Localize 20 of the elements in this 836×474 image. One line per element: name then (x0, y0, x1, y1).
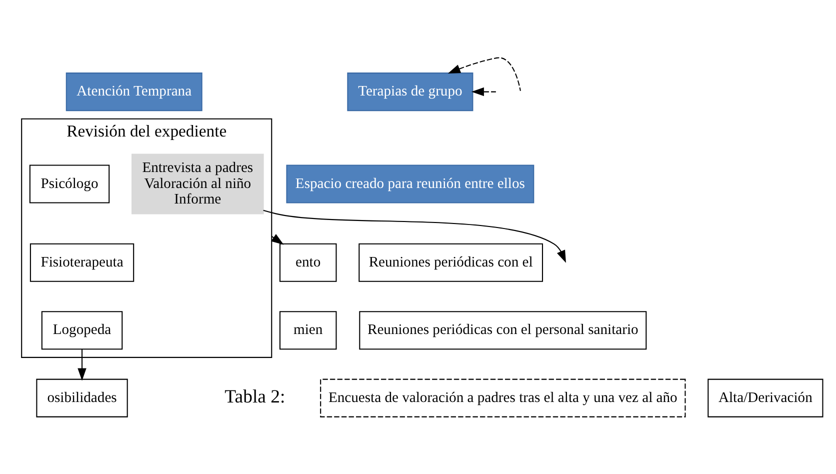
node-box: Reuniones periódicas con el personal sanitario (359, 311, 647, 350)
node-box: Logopeda (41, 311, 123, 350)
node-box: ento (279, 243, 337, 282)
node-box: Reuniones periódicas con el (358, 243, 544, 282)
node-box: Alta/Derivación (708, 378, 824, 418)
node-box: Espacio creado para reunión entre ellos (286, 164, 534, 204)
node-box: Fisioterapeuta (30, 243, 134, 282)
arrow (78, 349, 86, 381)
arrow (471, 87, 496, 96)
node-box: mien (279, 311, 337, 350)
node-box: osibilidades (36, 378, 128, 418)
label: Tabla 2: (224, 386, 286, 408)
arrow (448, 57, 521, 91)
node-box: Psicólogo (29, 164, 110, 204)
node-box: Entrevista a padres Valoración al niño Informe (132, 154, 264, 214)
arrow (263, 210, 566, 263)
node-box: Terapias de grupo (347, 72, 474, 112)
node-box: Atención Temprana (66, 72, 202, 112)
arrow (271, 234, 284, 245)
node-box: Encuesta de valoración a padres tras el alta y una vez al año (320, 378, 686, 418)
